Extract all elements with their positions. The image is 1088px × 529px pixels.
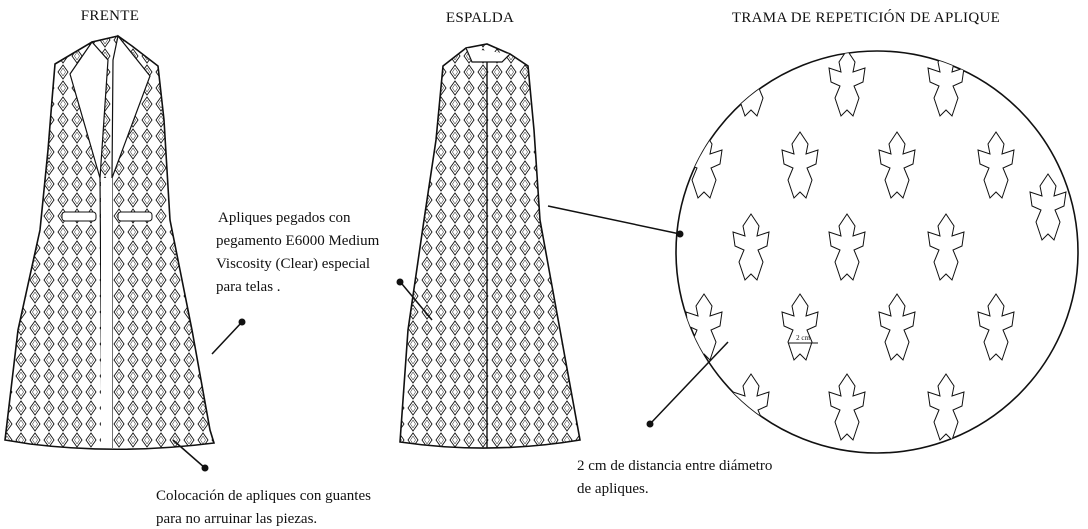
- svg-text:Apliques pegados con: Apliques pegados con: [218, 210, 351, 226]
- svg-text:Colocación de apliques con gua: Colocación de apliques con guantes: [156, 488, 371, 504]
- svg-text:2 cm de distancia entre diámet: 2 cm de distancia entre diámetro: [577, 458, 772, 474]
- leader-lines: [172, 205, 729, 469]
- svg-text:para telas .: para telas .: [216, 279, 281, 295]
- svg-text:de apliques.: de apliques.: [577, 481, 649, 497]
- front-title: FRENTE: [81, 8, 139, 24]
- distance-note: 2 cm de distancia entre diámetro de apli…: [577, 458, 772, 497]
- svg-text:pegamento E6000 Medium: pegamento E6000 Medium: [216, 233, 380, 249]
- applique-pattern-circle: 2 cm: [675, 50, 1079, 454]
- svg-text:Viscosity (Clear) especial: Viscosity (Clear) especial: [216, 256, 370, 272]
- pattern-title: TRAMA DE REPETICIÓN DE APLIQUE: [732, 9, 1000, 26]
- back-garment: [399, 43, 581, 449]
- dimension-label: 2 cm: [796, 334, 810, 342]
- leader-dots: [201, 230, 684, 472]
- gloves-note: Colocación de apliques con guantes para …: [156, 488, 371, 527]
- glue-note: Apliques pegados con pegamento E6000 Med…: [216, 210, 380, 295]
- front-garment: [4, 34, 216, 451]
- back-title: ESPALDA: [446, 10, 514, 26]
- svg-text:para no arruinar las piezas.: para no arruinar las piezas.: [156, 511, 317, 527]
